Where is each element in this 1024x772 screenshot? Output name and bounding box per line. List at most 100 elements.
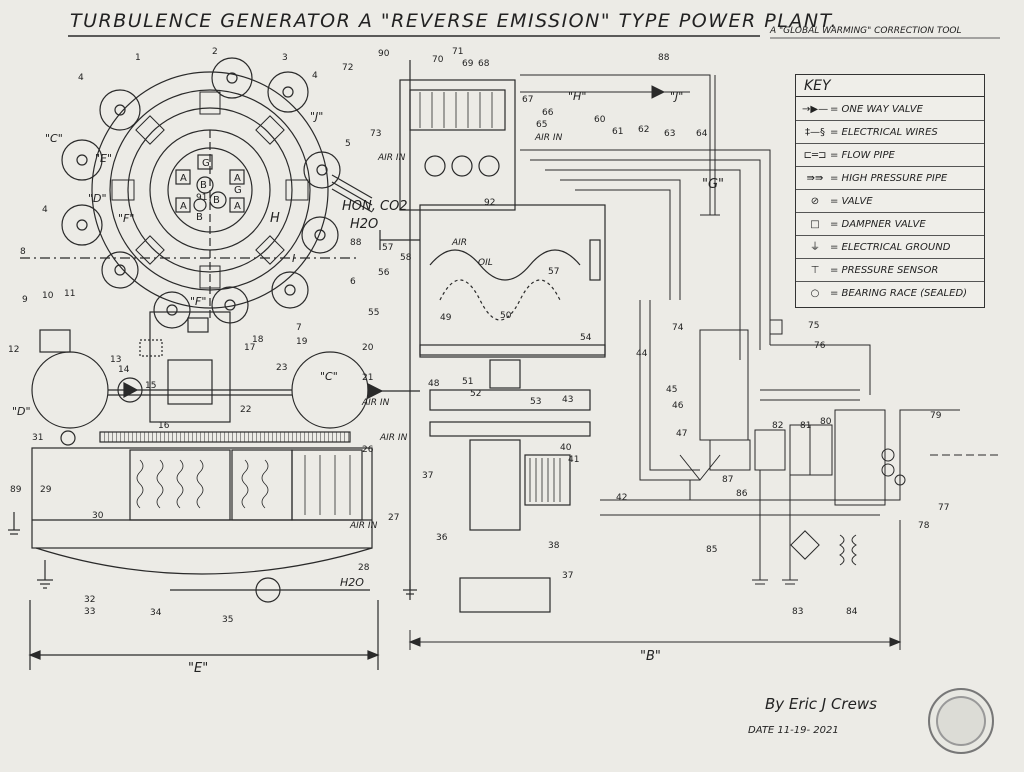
part-number: 48 <box>428 379 440 389</box>
drawing-subtitle: A "GLOBAL WARMING" CORRECTION TOOL <box>770 26 962 36</box>
air-in-1: AIR IN <box>377 153 406 163</box>
part-number: 81 <box>800 421 811 431</box>
part-number: 3 <box>282 53 288 63</box>
ground-icon: ⏚ <box>810 242 820 253</box>
legend-key: KEY →▶— = ONE WAY VALVE ‡—§ = ELECTRICAL… <box>795 74 985 308</box>
part-number: 55 <box>368 308 379 318</box>
part-number: 52 <box>470 389 481 399</box>
part-number: 7 <box>296 323 302 333</box>
part-number: 40 <box>560 443 572 453</box>
part-number: 34 <box>150 608 162 618</box>
part-number: 36 <box>436 533 448 543</box>
part-number: 88 <box>658 53 670 63</box>
part-number: 61 <box>612 127 623 137</box>
part-number: 84 <box>846 607 858 617</box>
air-in-2: AIR IN <box>534 133 563 143</box>
part-number: 38 <box>548 541 560 551</box>
part-number: 54 <box>580 333 592 343</box>
signature: By Eric J Crews <box>765 695 877 713</box>
pressure-sensor-icon: ⊤ <box>810 265 820 276</box>
part-number: 68 <box>478 59 490 69</box>
wheel-e: "E" <box>95 152 112 165</box>
signature-date: DATE 11-19- 2021 <box>748 725 839 736</box>
heat-exchanger <box>8 430 380 670</box>
part-number: 49 <box>440 313 452 323</box>
dim-g: "G" <box>702 177 724 192</box>
part-number: 21 <box>362 373 373 383</box>
part-number: 92 <box>484 198 495 208</box>
part-number: 60 <box>594 115 606 125</box>
part-number: 5 <box>345 139 351 149</box>
part-number: 19 <box>296 337 308 347</box>
left-assembly <box>31 311 420 429</box>
wheel-letter: A <box>234 173 241 184</box>
part-number: 69 <box>462 59 474 69</box>
part-number: 28 <box>358 563 370 573</box>
part-number: 76 <box>814 341 826 351</box>
part-number: 63 <box>664 129 675 139</box>
emission-label: HON, CO2 <box>342 199 408 214</box>
part-number: 41 <box>568 455 579 465</box>
part-number: 13 <box>110 355 121 365</box>
key-item-pressure-sensor: ⊤ = PRESSURE SENSOR <box>796 259 984 282</box>
part-number: 57 <box>548 267 559 277</box>
part-number: 32 <box>84 595 95 605</box>
part-number: 83 <box>792 607 803 617</box>
part-number: 44 <box>636 349 648 359</box>
part-number: 30 <box>92 511 104 521</box>
wheel-letter: G <box>202 158 210 169</box>
part-number: 78 <box>918 521 930 531</box>
flow-j: "J" <box>670 90 683 103</box>
flow-h: "H" <box>568 90 586 103</box>
dampner-valve-icon: □ <box>810 219 820 230</box>
part-number: 47 <box>676 429 687 439</box>
part-number: 31 <box>32 433 43 443</box>
part-number: 6 <box>350 277 356 287</box>
water-out-label: H2O <box>350 217 378 232</box>
part-number: 37 <box>422 471 433 481</box>
part-number: 1 <box>135 53 141 63</box>
part-number: 86 <box>736 489 748 499</box>
part-number: 87 <box>722 475 733 485</box>
part-number: 77 <box>938 503 949 513</box>
wheel-letter: B <box>213 195 220 206</box>
part-number: 91 <box>196 193 207 203</box>
part-number: 50 <box>500 311 512 321</box>
part-number: 89 <box>10 485 22 495</box>
part-number: 58 <box>400 253 412 263</box>
part-number: 26 <box>362 445 374 455</box>
key-item-one-way-valve: →▶— = ONE WAY VALVE <box>796 98 984 121</box>
part-number: 70 <box>432 55 444 65</box>
wheel-i: I <box>292 252 295 265</box>
wheel-c: "C" <box>45 132 63 145</box>
part-number: 27 <box>388 513 399 523</box>
wheel-letter: A <box>180 173 187 184</box>
key-item-bearing-race: ○ = BEARING RACE (SEALED) <box>796 282 984 305</box>
part-number: 29 <box>40 485 52 495</box>
central-tower <box>379 60 606 613</box>
part-number: 85 <box>706 545 717 555</box>
part-number: 80 <box>820 417 832 427</box>
wheel-h: H <box>270 211 280 226</box>
flow-pipe-icon: ⊏═⊐ <box>803 150 827 161</box>
part-number: 15 <box>145 381 156 391</box>
wheel-f: "F" <box>118 212 134 225</box>
part-number: 66 <box>542 108 554 118</box>
wheel-letter: G <box>234 185 242 196</box>
air-in-4: AIR IN <box>349 521 378 531</box>
part-number: 62 <box>638 125 649 135</box>
tank-c: "C" <box>320 370 338 383</box>
wheel-j: "J" <box>310 110 323 123</box>
part-number: 4 <box>42 205 48 215</box>
drawing-title: TURBULENCE GENERATOR A "REVERSE EMISSION… <box>70 10 838 32</box>
part-number: 8 <box>20 247 26 257</box>
part-number: 9 <box>22 295 28 305</box>
key-item-dampner-valve: □ = DAMPNER VALVE <box>796 213 984 236</box>
part-number: 37 <box>562 571 573 581</box>
part-number: 56 <box>378 268 390 278</box>
piping <box>408 74 1000 650</box>
part-number: 4 <box>312 71 318 81</box>
part-number: 82 <box>772 421 783 431</box>
key-item-electrical-wires: ‡—§ = ELECTRICAL WIRES <box>796 121 984 144</box>
mid-f: "F" <box>190 295 206 308</box>
